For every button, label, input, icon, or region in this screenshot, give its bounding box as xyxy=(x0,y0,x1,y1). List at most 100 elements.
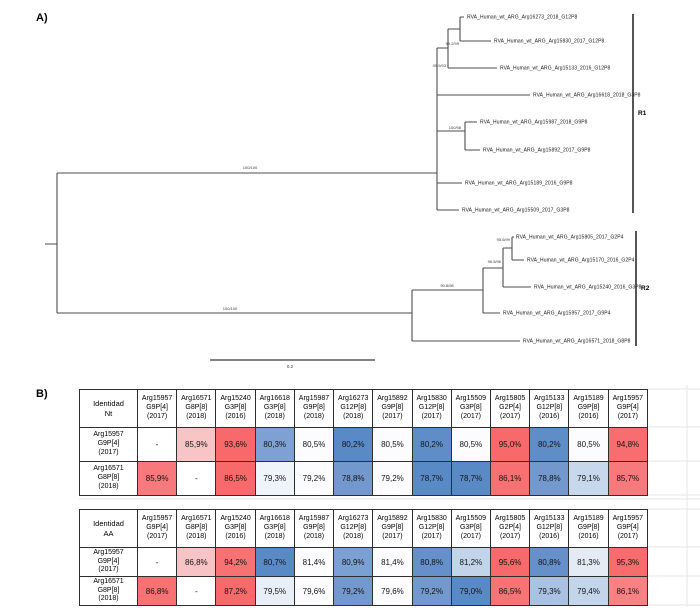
identity-cell: 93,6% xyxy=(215,427,256,462)
identity-cell: 95,0% xyxy=(489,427,531,462)
taxon-label: RVA_Human_wt_ARG_Arg16273_2018_G12P8 xyxy=(467,15,578,21)
table-row: Arg16571 G8P[8] (2018)85,9%-86,5%79,3%79… xyxy=(79,461,649,496)
column-header: Arg15805 G2P[4] (2017) xyxy=(489,389,531,428)
column-header: Arg15509 G3P[8] (2017) xyxy=(450,389,491,428)
column-header: Arg16571 G8P[8] (2018) xyxy=(176,509,217,548)
bootstrap-value: 100/100 xyxy=(243,165,258,170)
column-header: Arg16273 G12P[8] (2018) xyxy=(333,389,374,428)
identity-cell: 78,7% xyxy=(411,461,452,496)
taxon-label: RVA_Human_wt_ARG_Arg15805_2017_G2P4 xyxy=(516,235,624,241)
bootstrap-value: 95.9/93 xyxy=(433,63,447,68)
identity-cell: 79,2% xyxy=(293,461,335,496)
taxon-label: RVA_Human_wt_ARG_Arg15987_2018_G9P8 xyxy=(480,120,588,126)
column-header: Arg15805 G2P[4] (2017) xyxy=(489,509,531,548)
identity-cell: 95,3% xyxy=(607,547,649,577)
scale-bar-label: 0.2 xyxy=(287,364,294,369)
identity-cell: 94,2% xyxy=(215,547,256,577)
cluster-r2-label: R2 xyxy=(641,285,650,292)
row-header: Arg15957 G9P[4] (2017) xyxy=(79,547,138,577)
bootstrap-value: 95.6/99 xyxy=(497,237,511,242)
column-header: Arg15189 G9P[8] (2016) xyxy=(568,509,609,548)
bootstrap-value: 99.2/99 xyxy=(446,41,460,46)
column-header: Arg16618 G3P[8] (2018) xyxy=(254,389,295,428)
table-corner-label: Identidad Nt xyxy=(79,389,138,428)
identity-cell: 79,6% xyxy=(293,576,335,606)
bootstrap-value: 99.8/98 xyxy=(440,283,454,288)
identity-cell: 86,5% xyxy=(215,461,256,496)
taxon-label: RVA_Human_wt_ARG_Arg15170_2016_G2P4 xyxy=(527,258,635,264)
cluster-r1-label: R1 xyxy=(638,110,647,117)
identity-cell: 79,3% xyxy=(254,461,295,496)
identity-cell: 80,5% xyxy=(372,427,413,462)
identity-cell: 78,8% xyxy=(529,461,570,496)
column-header: Arg15240 G3P[8] (2016) xyxy=(215,389,256,428)
taxon-label: RVA_Human_wt_ARG_Arg15240_2016_G3P8 xyxy=(534,285,642,291)
identity-cell: 85,7% xyxy=(607,461,649,496)
tree-root-branches xyxy=(45,172,437,314)
identity-cell: 85,9% xyxy=(136,461,178,496)
identity-cell: 79,3% xyxy=(529,576,570,606)
identity-cell: 78,7% xyxy=(450,461,491,496)
identity-cell: 94,8% xyxy=(607,427,649,462)
column-header: Arg15240 G3P[8] (2016) xyxy=(215,509,256,548)
identity-cell: 86,1% xyxy=(489,461,531,496)
taxon-label: RVA_Human_wt_ARG_Arg15133_2016_G12P8 xyxy=(500,66,611,72)
identity-cell: 85,9% xyxy=(176,427,217,462)
identity-cell: 80,5% xyxy=(450,427,491,462)
column-header: Arg15987 G9P[8] (2018) xyxy=(293,389,335,428)
identity-cell: 79,2% xyxy=(411,576,452,606)
identity-cell: - xyxy=(136,547,178,577)
tree-cluster-r2-branches xyxy=(411,236,531,342)
identity-cell: - xyxy=(136,427,178,462)
identity-cell: 80,2% xyxy=(529,427,570,462)
taxon-label: RVA_Human_wt_ARG_Arg15509_2017_G3P8 xyxy=(462,208,570,214)
taxon-label-highlighted: RVA_Human_wt_ARG_Arg16571_2018_G8P8 xyxy=(523,339,631,345)
column-header: Arg15509 G3P[8] (2017) xyxy=(450,509,491,548)
taxon-label: RVA_Human_wt_ARG_Arg15189_2016_G9P8 xyxy=(465,181,573,187)
column-header: Arg15957 G9P[4] (2017) xyxy=(607,389,649,428)
identity-cell: 80,5% xyxy=(293,427,335,462)
column-header: Arg15830 G12P[8] (2017) xyxy=(411,389,452,428)
identity-cell: 80,7% xyxy=(254,547,295,577)
column-header: Arg16571 G8P[8] (2018) xyxy=(176,389,217,428)
column-header: Arg15892 G9P[8] (2017) xyxy=(372,389,413,428)
identity-cell: 79,5% xyxy=(254,576,295,606)
bootstrap-value: 100/100 xyxy=(223,306,238,311)
row-header: Arg15957 G9P[4] (2017) xyxy=(79,427,138,462)
tree-cluster-r1-branches xyxy=(436,16,530,211)
table-row: Arg16571 G8P[8] (2018)86,8%-87,2%79,5%79… xyxy=(79,576,649,606)
taxon-label: RVA_Human_wt_ARG_Arg15830_2017_G12P8 xyxy=(494,39,605,45)
identity-cell: 79,1% xyxy=(568,461,609,496)
identity-cell: 80,2% xyxy=(411,427,452,462)
identity-cell: 86,1% xyxy=(607,576,649,606)
identity-cell: 79,2% xyxy=(333,576,374,606)
identity-cell: 80,9% xyxy=(333,547,374,577)
identity-cell: 87,2% xyxy=(215,576,256,606)
header-row: Identidad Nt Arg15957 G9P[4] (2017) Arg165… xyxy=(79,389,649,428)
identity-cell: 86,8% xyxy=(136,576,178,606)
identity-cell: 79,4% xyxy=(568,576,609,606)
phylogenetic-tree: A) RVA_Human_wt_ARG_Arg16273_2018_G12P8 … xyxy=(36,12,650,369)
column-header: Arg15133 G12P[8] (2016) xyxy=(529,389,570,428)
column-header: Arg15957 G9P[4] (2017) xyxy=(607,509,649,548)
identity-cell: 79,2% xyxy=(372,461,413,496)
column-header: Arg16618 G3P[8] (2018) xyxy=(254,509,295,548)
column-header: Arg16273 G12P[8] (2018) xyxy=(333,509,374,548)
identity-cell: 80,5% xyxy=(568,427,609,462)
bootstrap-value: 96.5/96 xyxy=(488,259,502,264)
identity-cell: 80,2% xyxy=(333,427,374,462)
identity-cell: 86,5% xyxy=(489,576,531,606)
table-row: Arg15957 G9P[4] (2017)-85,9%93,6%80,3%80… xyxy=(79,427,649,462)
taxon-label-highlighted: RVA_Human_wt_ARG_Arg15957_2017_G9P4 xyxy=(503,311,611,317)
identity-cell: 78,8% xyxy=(333,461,374,496)
identity-cell: - xyxy=(176,461,217,496)
identity-cell: 79,0% xyxy=(450,576,491,606)
taxon-label: RVA_Human_wt_ARG_Arg15892_2017_G9P8 xyxy=(483,148,591,154)
column-header: Arg15830 G12P[8] (2017) xyxy=(411,509,452,548)
identity-cell: 80,3% xyxy=(254,427,295,462)
identity-cell: 79,6% xyxy=(372,576,413,606)
identity-cell: 86,8% xyxy=(176,547,217,577)
